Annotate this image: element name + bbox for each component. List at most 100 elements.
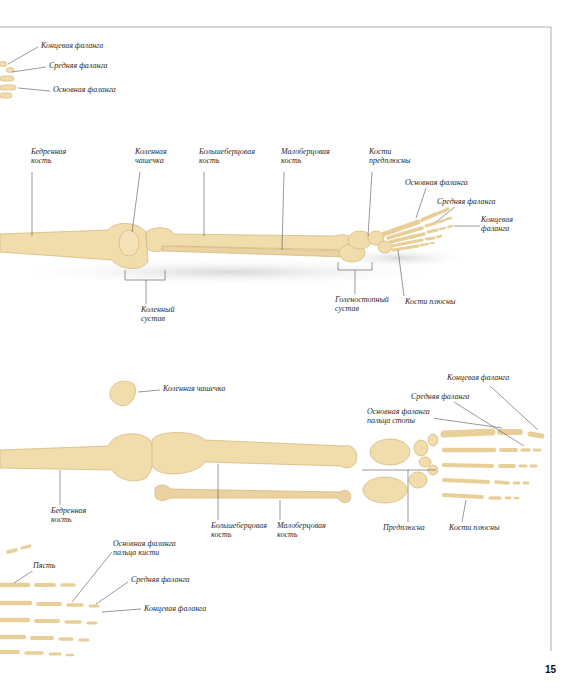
hand-bones-part — [66, 620, 80, 623]
hand-bones-part — [0, 635, 24, 640]
separate-foot-rays-part — [444, 480, 488, 482]
leader-lines-part — [8, 47, 38, 64]
leader-lines-part — [454, 226, 480, 227]
hand-bones-part — [38, 602, 60, 606]
separate-bones-part — [419, 457, 431, 467]
part-label: Коленная чашечка — [162, 385, 226, 394]
separate-foot-rays-part — [444, 465, 492, 466]
separate-foot-rays-part — [490, 496, 500, 499]
separate-foot-rays-part — [506, 497, 510, 500]
leader-lines-part — [60, 470, 61, 505]
hand-bones-part — [0, 618, 28, 623]
separate-foot-rays-part — [520, 464, 526, 467]
foot-rays-part — [426, 238, 434, 239]
leader-lines-part — [280, 500, 281, 520]
part-label: Средняя фаланга — [410, 393, 471, 402]
assembled-leg-part — [162, 246, 347, 257]
separate-foot-rays — [444, 432, 542, 498]
separate-foot-rays-part — [515, 497, 518, 500]
hand-bones-part — [32, 636, 52, 640]
page-number: 15 — [544, 664, 557, 675]
separate-bones-part — [0, 434, 153, 481]
part-label: Средняя фаланга — [436, 198, 497, 207]
separate-bones-part — [409, 472, 427, 488]
separate-bones-part — [155, 485, 351, 503]
leader-lines-part — [102, 609, 141, 612]
separate-bones-part — [110, 381, 136, 406]
foot-rays-part — [393, 246, 418, 250]
part-label: Кости плюсны — [448, 524, 500, 533]
separate-bones-part — [414, 440, 428, 456]
part-label: Основная фаланга пальца стопы — [366, 408, 434, 426]
part-label: Кости предплюсны — [368, 148, 416, 166]
leader-lines-part — [132, 172, 140, 232]
finger-bones-part — [0, 76, 14, 81]
leader-lines-part — [96, 582, 128, 604]
hand-bones-part — [0, 601, 30, 606]
finger-bones-part — [0, 85, 16, 90]
foot-rays-part — [431, 242, 434, 244]
separate-foot-rays-part — [444, 448, 494, 453]
part-label: Большеберцовая кость — [198, 148, 264, 166]
separate-foot-rays-part — [444, 495, 482, 497]
part-label: Концевая фаланга — [40, 42, 104, 51]
leader-lines-part — [125, 270, 165, 280]
part-label: Малоберцовая кость — [280, 148, 338, 166]
separate-foot-rays-part — [501, 448, 516, 452]
finger-bones-part — [0, 93, 12, 98]
assembled-leg-part — [119, 230, 139, 256]
hand-bones-part — [88, 622, 96, 625]
part-label: Кости плюсны — [404, 298, 456, 307]
hand-bones-part — [22, 546, 30, 548]
separate-foot-rays-part — [534, 449, 540, 452]
part-label: Коленная чашечка — [134, 148, 180, 166]
leader-lines-part — [355, 270, 356, 294]
hand-bones-part — [90, 605, 98, 608]
separate-foot-rays-part — [530, 434, 542, 436]
separate-bones — [0, 381, 438, 503]
separate-foot-rays-part — [531, 465, 536, 468]
separate-foot-rays-part — [522, 448, 529, 451]
part-label: Голеностопный сустав — [334, 296, 394, 314]
leader-lines-part — [490, 386, 538, 430]
leader-lines-part — [432, 418, 502, 428]
foot-rays-part — [422, 214, 436, 220]
part-label: Малоберцовая кость — [276, 522, 334, 540]
hand-bones-part — [80, 639, 88, 642]
part-label: Основная фаланга — [404, 179, 469, 188]
page-frame — [0, 27, 551, 651]
separate-foot-rays-part — [514, 482, 519, 485]
leader-lines-part — [12, 67, 46, 72]
separate-foot-rays-part — [500, 464, 514, 468]
hand-bones-part — [8, 550, 16, 552]
hand-bones — [0, 546, 98, 655]
foot-rays-part — [421, 244, 428, 245]
separate-foot-rays-part — [524, 482, 528, 485]
leader-lines-part — [368, 172, 372, 236]
leader-lines-part — [338, 262, 372, 270]
page-frame-part — [0, 27, 551, 28]
leader-lines-part — [462, 500, 466, 522]
leader-lines-part — [146, 280, 147, 304]
foot-rays — [384, 209, 452, 250]
hand-bones-part — [60, 637, 72, 640]
separate-bones-part — [370, 439, 410, 465]
separate-bones-part — [428, 434, 438, 446]
foot-rays-part — [439, 220, 445, 222]
leader-lines-part — [138, 390, 160, 392]
separate-foot-rays-part — [444, 432, 492, 434]
foot-rays-part — [428, 230, 437, 232]
part-label: Концевая фаланга — [480, 216, 524, 234]
leader-lines-part — [32, 172, 33, 236]
leader-lines-part — [416, 188, 426, 218]
leader-lines-part — [408, 470, 409, 522]
hand-bones-part — [62, 583, 74, 586]
part-label: Коленный сустав — [140, 306, 184, 324]
leader-lines-part — [218, 464, 219, 520]
part-label: Пясть — [32, 562, 56, 571]
leader-lines-part — [436, 206, 456, 222]
foot-rays-part — [447, 218, 451, 219]
